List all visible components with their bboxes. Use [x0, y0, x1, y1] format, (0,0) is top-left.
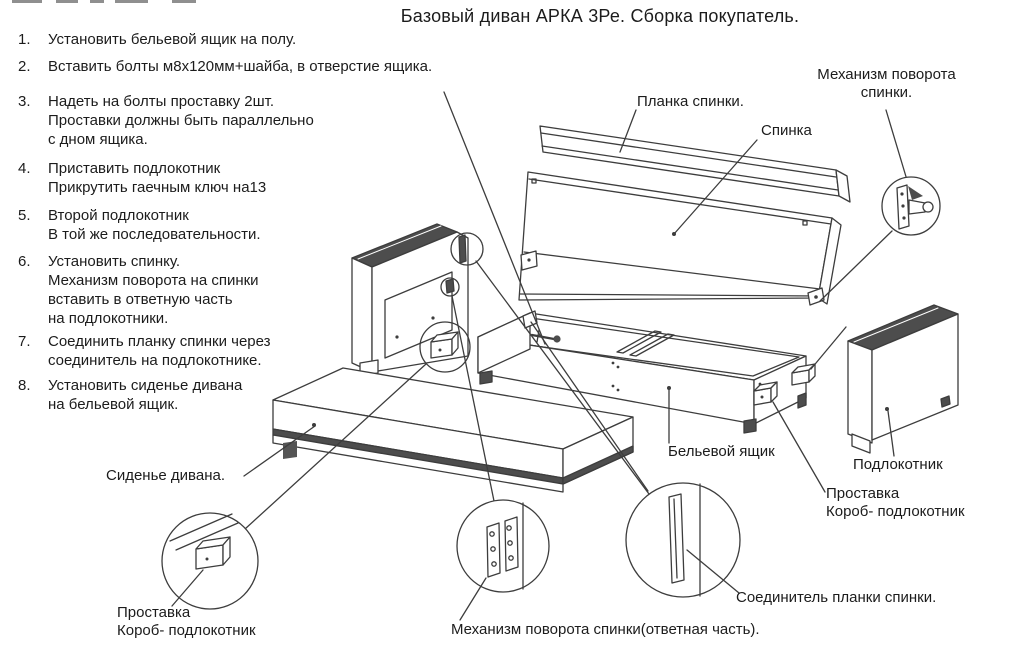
instruction-text: соединитель на подлокотнике. [48, 352, 262, 369]
instruction-number: 2. [18, 58, 31, 75]
instruction-text: с дном ящика. [48, 131, 148, 148]
label-pivot-mechanism: Механизм поворота спинки. [817, 66, 956, 101]
instruction-text: Установить спинку. [48, 253, 181, 270]
label-spacer-left: Проставка Короб- подлокотник [117, 604, 256, 639]
label-backrest: Спинка [761, 122, 812, 139]
cropped-text-fragment [90, 0, 104, 3]
cropped-text-fragment [172, 0, 196, 3]
plank-drawing [539, 125, 851, 203]
instruction-text: Надеть на болты проставку 2шт. [48, 93, 275, 110]
instruction-text: Второй подлокотник [48, 207, 189, 224]
instruction-text: Установить сиденье дивана [48, 377, 243, 394]
instruction-item: 5. Второй подлокотник В той же последова… [18, 206, 261, 244]
page-title: Базовый диван АРКА 3Ре. Сборка покупател… [400, 6, 800, 26]
cropped-text-fragment [115, 0, 148, 3]
armrest-hole-detail [440, 277, 460, 297]
instruction-text: Вставить болты м8х120мм+шайба, в отверст… [48, 58, 433, 75]
instruction-number: 7. [18, 333, 31, 350]
instruction-number: 8. [18, 377, 31, 394]
armrest-spacer-detail [419, 321, 471, 373]
plank-connector-detail [625, 482, 741, 598]
instruction-text: Прикрутить гаечным ключ на13 [48, 179, 267, 196]
instruction-number: 1. [18, 31, 31, 48]
instruction-number: 5. [18, 207, 31, 224]
instruction-item: 8. Установить сиденье дивана на бельевой… [18, 376, 242, 414]
leader-lines [243, 91, 908, 530]
instruction-item: 4. Приставить подлокотник Прикрутить гае… [18, 159, 266, 197]
storage-box-drawing [477, 310, 807, 434]
instruction-text: вставить в ответную часть [48, 291, 233, 308]
instruction-number: 6. [18, 253, 31, 270]
instruction-item: 6. Установить спинку. Механизм поворота … [18, 252, 259, 328]
instruction-number: 4. [18, 160, 31, 177]
instruction-text: Механизм поворота на спинки [48, 272, 259, 289]
instruction-text: Установить бельевой ящик на полу. [48, 31, 297, 48]
cropped-text-fragment [56, 0, 78, 3]
right-armrest-drawing [847, 304, 959, 454]
label-seat: Сиденье дивана. [106, 467, 225, 484]
label-pivot-counterpart: Механизм поворота спинки(ответная часть)… [451, 621, 760, 638]
right-spacer-blocks-drawing [753, 326, 847, 406]
instruction-item: 7. Соединить планку спинки через соедини… [18, 332, 271, 370]
instruction-item: 3. Надеть на болты проставку 2шт. Проста… [18, 92, 314, 149]
instruction-text: Соединить планку спинки через [48, 333, 271, 350]
instruction-item: 2. Вставить болты м8х120мм+шайба, в отве… [18, 57, 432, 76]
label-plank-connector: Соединитель планки спинки. [736, 589, 937, 606]
instruction-item: 1. Установить бельевой ящик на полу. [18, 30, 296, 49]
cropped-text-fragment [12, 0, 42, 3]
spacer-detail-circle [161, 512, 259, 610]
instruction-text: Проставки должны быть параллельно [48, 112, 314, 129]
instruction-text: В той же последовательности. [48, 226, 261, 243]
instruction-text: Приставить подлокотник [48, 160, 221, 177]
instruction-text: на бельевой ящик. [48, 396, 179, 413]
label-spacer-right: Проставка Короб- подлокотник [826, 485, 965, 520]
pivot-mechanism-detail [881, 176, 941, 236]
instruction-number: 3. [18, 93, 31, 110]
instruction-text: на подлокотники. [48, 310, 169, 327]
label-armrest: Подлокотник [853, 456, 943, 473]
pivot-counterpart-detail [456, 499, 550, 621]
label-plank: Планка спинки. [637, 93, 744, 110]
label-storage-box: Бельевой ящик [668, 443, 775, 460]
seat-drawing [272, 367, 634, 493]
backrest-drawing [518, 171, 842, 306]
armrest-slot-detail [450, 232, 484, 266]
